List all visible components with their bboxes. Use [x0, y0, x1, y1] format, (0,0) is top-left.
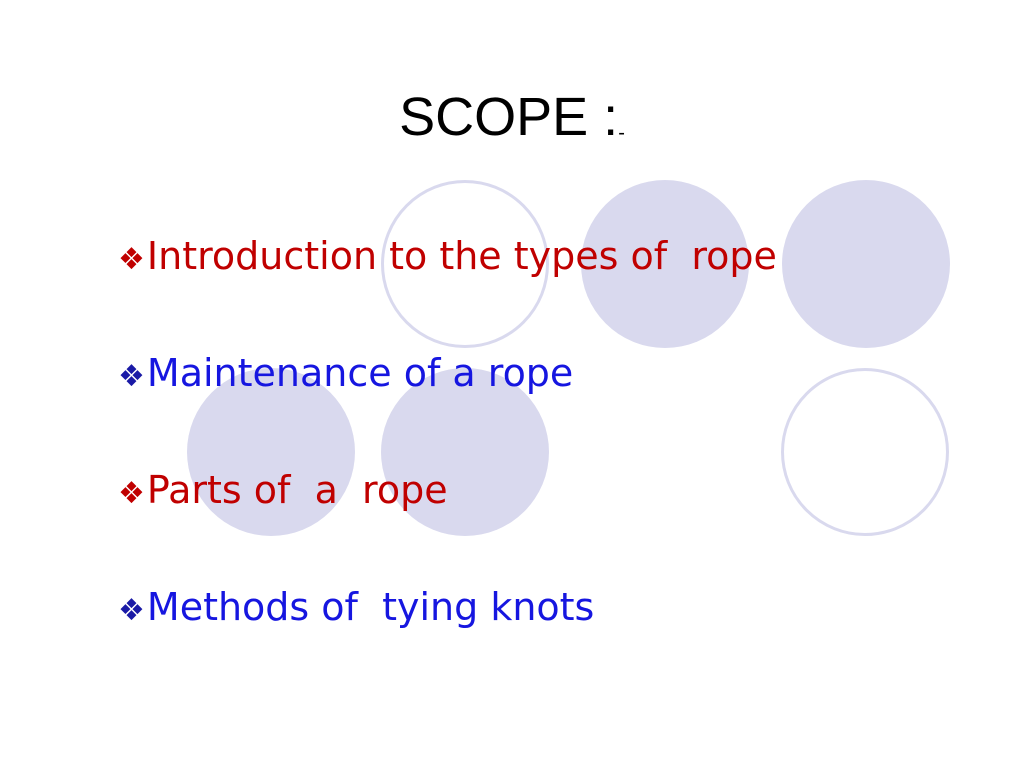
diamond-bullet-icon: ❖	[118, 476, 145, 511]
decorative-circle-filled-2	[782, 180, 950, 348]
decorative-circle-outline-1	[381, 180, 549, 348]
bullet-item-2: ❖Maintenance of a rope	[118, 343, 998, 460]
decorative-circle-filled-3	[187, 368, 355, 536]
bullet-text: Introduction to the types of rope	[146, 234, 777, 278]
bullet-text: Methods of tying knots	[146, 585, 595, 629]
diamond-bullet-icon: ❖	[118, 593, 145, 628]
decorative-circle-filled-4	[381, 368, 549, 536]
decorative-circle-outline-2	[781, 368, 949, 536]
diamond-bullet-icon: ❖	[118, 359, 145, 394]
bullet-list: ❖Introduction to the types of rope ❖Main…	[118, 226, 998, 694]
bullet-item-3: ❖Parts of a rope	[118, 460, 998, 577]
slide-title-text: SCOPE :	[399, 87, 619, 147]
diamond-bullet-icon: ❖	[118, 242, 145, 277]
bullet-text: Maintenance of a rope	[146, 351, 574, 395]
bullet-item-1: ❖Introduction to the types of rope	[118, 226, 998, 343]
slide-title: SCOPE :-	[0, 82, 1024, 168]
decorative-circle-filled-1	[581, 180, 749, 348]
bullet-item-4: ❖Methods of tying knots	[118, 577, 998, 694]
bullet-text: Parts of a rope	[146, 468, 448, 512]
slide-title-mark: -	[618, 122, 625, 144]
